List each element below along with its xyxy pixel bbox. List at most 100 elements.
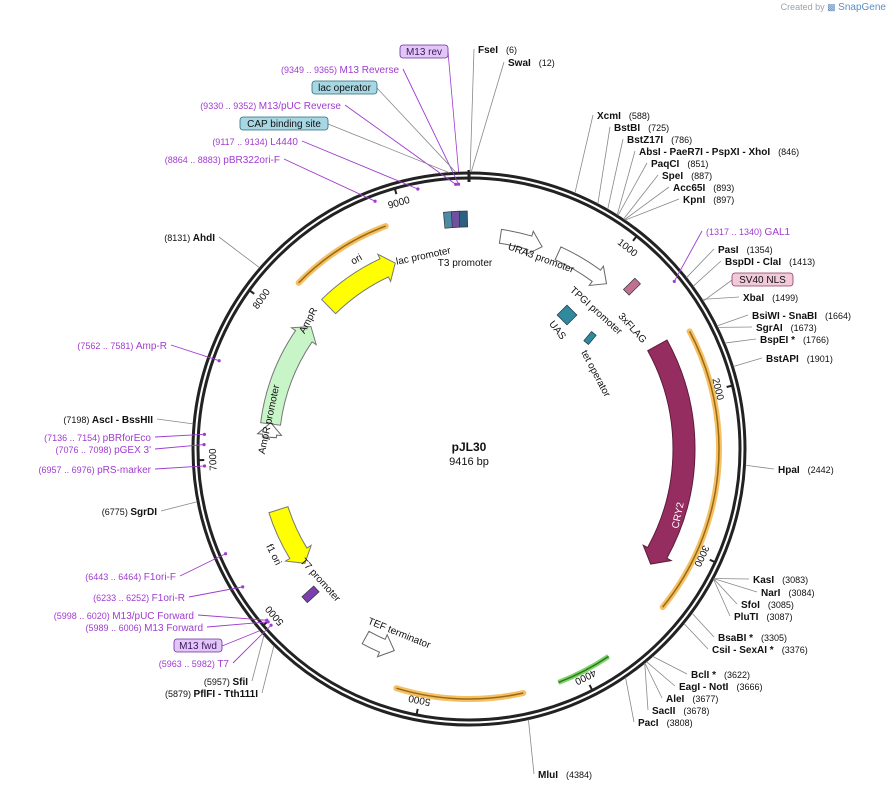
primer-range: (9330 .. 9352) xyxy=(200,101,259,111)
enzyme-name: FseI xyxy=(478,45,498,56)
enzyme-label: XbaI(1499) xyxy=(743,293,798,304)
primer-label: (6443 .. 6464) F1ori-F xyxy=(85,572,176,583)
enzyme-name: PaqCI xyxy=(651,159,680,170)
snapgene-credit: Created by ▩ SnapGene xyxy=(781,2,886,13)
credit-prefix: Created by xyxy=(781,2,825,12)
primer-site-marker-0 xyxy=(457,183,460,186)
uas-box xyxy=(557,305,577,325)
enzyme-name: SwaI xyxy=(508,58,531,69)
enzyme-name: SgrAI xyxy=(756,323,783,334)
tick-label-8: 9000 xyxy=(387,195,412,212)
primer-range: (6443 .. 6464) xyxy=(85,572,144,582)
enzyme-name: AscI - BssHII xyxy=(92,415,153,426)
primer-label: (9117 .. 9134) L4440 xyxy=(212,137,298,148)
enzyme-name: BstBI xyxy=(614,123,640,134)
enzyme-name: CsiI - SexAI * xyxy=(712,645,774,656)
feature-label-ampr: AmpR xyxy=(297,306,320,336)
feature-label-tpgi-promoter: TPGI promoter xyxy=(567,285,624,338)
primer-name: pRS-marker xyxy=(97,465,152,476)
enzyme-leader-2 xyxy=(575,115,593,193)
enzyme-name: BsiWI - SnaBI xyxy=(752,311,817,322)
primer-range: (7076 .. 7098) xyxy=(56,445,115,455)
primer-name: F1ori-F xyxy=(144,572,176,583)
enzyme-position: (8131) xyxy=(164,233,193,243)
enzyme-label-left: (7198) AscI - BssHII xyxy=(63,415,153,426)
enzyme-position: (3622) xyxy=(724,670,750,680)
enzyme-leader-18 xyxy=(714,578,749,579)
feature-label-f1-ori: f1 ori xyxy=(263,542,283,567)
enzyme-name: PflFI - Tth111I xyxy=(194,689,259,700)
primer-site-marker-12 xyxy=(267,620,270,623)
enzyme-leader-left-0 xyxy=(219,237,260,268)
enzyme-name: SgrDI xyxy=(130,507,157,518)
enzyme-leader-7 xyxy=(624,175,658,219)
enzyme-name: XbaI xyxy=(743,293,764,304)
enzyme-leader-left-2 xyxy=(161,502,197,511)
primer-site-marker-5 xyxy=(218,359,221,362)
enzyme-position: (1673) xyxy=(791,323,817,333)
primer-label: (9349 .. 9365) M13 Reverse xyxy=(281,65,399,76)
enzyme-label: SfoI(3085) xyxy=(741,600,794,611)
primer-label: (7136 .. 7154) pBRforEco xyxy=(44,433,151,444)
enzyme-name: MluI xyxy=(538,770,558,781)
primer-site-marker-2 xyxy=(416,187,419,190)
enzyme-name: XcmI xyxy=(597,111,621,122)
enzyme-leader-3 xyxy=(598,127,610,204)
enzyme-position: (846) xyxy=(778,147,799,157)
enzyme-name: HpaI xyxy=(778,465,800,476)
enzyme-leader-21 xyxy=(714,579,730,616)
tick-label-7: 8000 xyxy=(251,287,273,312)
primer-label: (8864 .. 8883) pBR322ori-F xyxy=(165,155,280,166)
boxed-label-text: SV40 NLS xyxy=(739,275,786,286)
primer-range: (9349 .. 9365) xyxy=(281,65,340,75)
enzyme-position: (897) xyxy=(713,195,734,205)
plasmid-name: pJL30 xyxy=(452,440,487,454)
enzyme-leader-17 xyxy=(746,465,774,469)
enzyme-label: SacII(3678) xyxy=(652,706,709,717)
primer-leader-2 xyxy=(302,141,418,189)
boxed-label-text: CAP binding site xyxy=(247,119,321,130)
enzyme-label: XcmI(588) xyxy=(597,111,650,122)
enzyme-position: (3305) xyxy=(761,633,787,643)
enzyme-label: BstZ17I(786) xyxy=(627,135,692,146)
enzyme-label: HpaI(2442) xyxy=(778,465,834,476)
primer-range: (8864 .. 8883) xyxy=(165,155,224,165)
enzyme-position: (3808) xyxy=(667,718,693,728)
primer-range: (7562 .. 7581) xyxy=(77,341,136,351)
enzyme-name: SfiI xyxy=(232,677,248,688)
enzyme-name: AbsI - PaeR7I - PspXI - XhoI xyxy=(639,147,770,158)
primer-site-marker-10 xyxy=(241,585,244,588)
primer-range: (5963 .. 5982) xyxy=(159,659,218,669)
enzyme-position: (3376) xyxy=(782,645,808,655)
enzyme-name: PluTI xyxy=(734,612,759,623)
enzyme-label-left: (8131) AhdI xyxy=(164,233,215,244)
tet-operator-box xyxy=(584,331,596,344)
enzyme-leader-13 xyxy=(717,315,748,326)
primer-range: (7136 .. 7154) xyxy=(44,433,103,443)
enzyme-position: (12) xyxy=(539,58,555,68)
enzyme-position: (725) xyxy=(648,123,669,133)
boxed-label-text: M13 rev xyxy=(406,47,442,58)
primer-site-marker-6 xyxy=(203,433,206,436)
primer-label: (5963 .. 5982) T7 xyxy=(159,659,230,670)
primer-leader-13 xyxy=(233,625,271,663)
primer-name: L4440 xyxy=(270,137,298,148)
snapgene-logo-icon: ▩ xyxy=(827,2,836,12)
primer-label: (1317 .. 1340) GAL1 xyxy=(706,227,791,238)
enzyme-label: EagI - NotI(3666) xyxy=(679,682,762,693)
enzyme-position: (5879) xyxy=(165,689,194,699)
enzyme-label: KpnI(897) xyxy=(683,195,734,206)
enzyme-position: (6) xyxy=(506,45,517,55)
enzyme-leader-15 xyxy=(725,339,756,343)
enzyme-leader-9 xyxy=(625,199,679,220)
enzyme-position: (3677) xyxy=(692,694,718,704)
boxed-label-text: lac operator xyxy=(318,83,371,94)
enzyme-name: BsaBI * xyxy=(718,633,753,644)
primer-label: (7562 .. 7581) Amp-R xyxy=(77,341,167,352)
primer-name: T7 xyxy=(217,659,229,670)
enzyme-position: (1766) xyxy=(803,335,829,345)
enzyme-position: (893) xyxy=(713,183,734,193)
enzyme-label: KasI(3083) xyxy=(753,575,808,586)
enzyme-position: (786) xyxy=(671,135,692,145)
